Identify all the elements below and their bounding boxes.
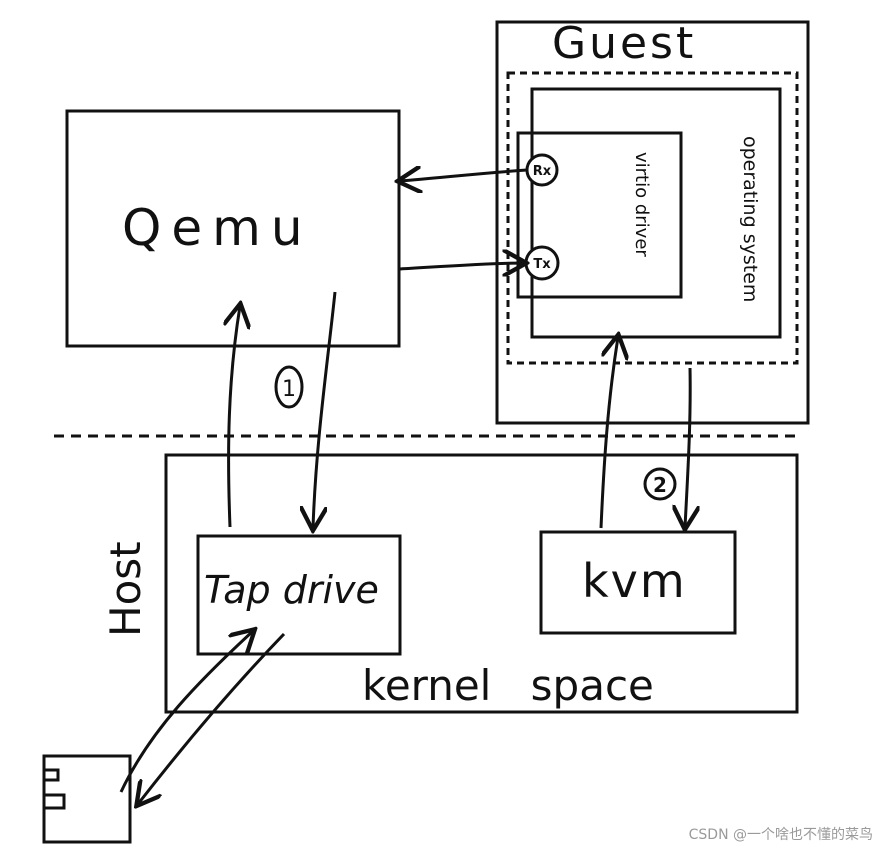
network-port-slot — [44, 768, 66, 810]
virtio-driver-label: virtio driver — [631, 152, 652, 257]
rx-label: Rx — [533, 164, 552, 179]
arrow-tap-to-port — [138, 632, 286, 804]
guest-label: Guest — [552, 18, 696, 69]
kernel-space-box — [164, 453, 799, 714]
marker-2-circle — [643, 467, 677, 501]
operating-system-box — [530, 87, 782, 339]
arrow-rx-to-qemu — [400, 170, 528, 181]
kvm-box — [539, 530, 737, 635]
qemu-label: Qemu — [122, 199, 313, 257]
qemu-box — [65, 109, 401, 348]
arrow-guest-to-kvm — [685, 367, 690, 527]
arrow-qemu-to-tx — [399, 263, 524, 269]
arrow-tap-to-qemu — [229, 306, 240, 528]
network-port-box — [42, 754, 132, 844]
virtio-driver-box — [516, 131, 683, 299]
marker-1-label: 1 — [282, 377, 296, 402]
marker-1-circle — [274, 365, 304, 409]
arrow-kvm-to-guest — [599, 337, 618, 529]
marker-2-label: 2 — [653, 473, 667, 497]
arrow-port-to-tap — [119, 631, 253, 793]
tap-drive-label: Tap drive — [204, 568, 379, 612]
guest-vm-boundary — [506, 71, 799, 365]
tap-drive-box — [196, 534, 402, 656]
operating-system-label: operating system — [739, 136, 761, 302]
guest-box — [495, 20, 810, 425]
watermark: CSDN @一个啥也不懂的菜鸟 — [688, 827, 873, 843]
arrow-qemu-to-tap — [313, 291, 337, 528]
kernel-space-label: kernel space — [362, 661, 654, 710]
host-label: Host — [101, 541, 150, 637]
tx-label: Tx — [533, 257, 551, 272]
kvm-label: kvm — [582, 554, 687, 608]
